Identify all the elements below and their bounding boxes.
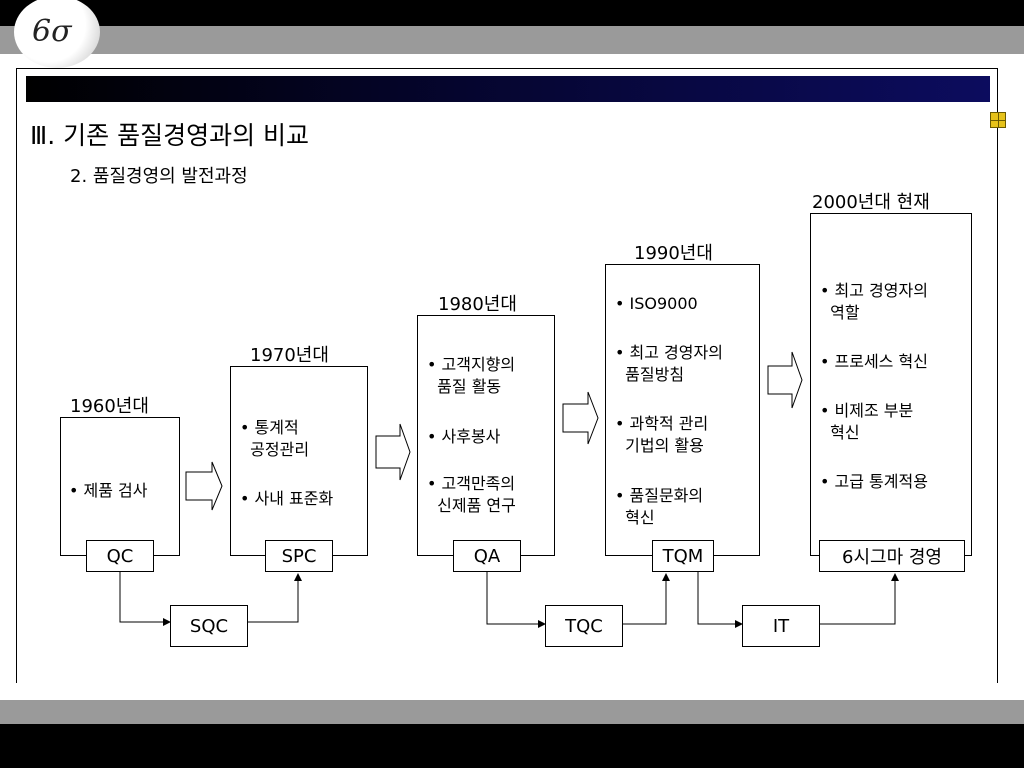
year-1970: 1970년대 <box>250 345 329 366</box>
stage-1960-item-1: • 제품 검사 <box>69 481 148 500</box>
block-arrow-3 <box>562 391 599 445</box>
stage-2000-item-1: • 최고 경영자의 <box>820 281 928 300</box>
top-black-bar <box>0 0 1024 26</box>
block-arrow-2 <box>375 423 411 481</box>
logo-text: 6σ <box>32 14 72 49</box>
footer-grey-bar <box>0 700 1024 724</box>
connector-it-6sigma <box>820 573 899 625</box>
stage-1980-item-1: • 고객지향의 <box>427 355 516 374</box>
stage-1990-item-1: • ISO9000 <box>615 294 698 313</box>
year-1980: 1980년대 <box>438 294 517 315</box>
stage-box-2000: • 최고 경영자의 역할 • 프로세스 혁신 • 비제조 부분 혁신 • 고급 … <box>810 213 972 556</box>
stage-1970-item-1b: 공정관리 <box>240 440 310 459</box>
year-1990: 1990년대 <box>634 243 713 264</box>
stage-box-1980: • 고객지향의 품질 활동 • 사후봉사 • 고객만족의 신제품 연구 <box>417 315 555 556</box>
stage-1980-item-3: • 고객만족의 <box>427 474 516 493</box>
content-frame <box>16 68 998 683</box>
connector-tqm-it <box>697 572 743 628</box>
grid-icon <box>990 112 1006 128</box>
label-six-sigma: 6시그마 경영 <box>819 540 965 572</box>
label-tqm: TQM <box>652 540 714 572</box>
stage-box-1960: • 제품 검사 <box>60 417 180 556</box>
title-banner <box>26 76 990 102</box>
connector-tqc-tqm <box>623 573 670 625</box>
bridge-it: IT <box>742 605 820 647</box>
year-1960: 1960년대 <box>70 396 149 417</box>
stage-2000-item-3b: 혁신 <box>820 423 860 442</box>
connector-sqc-spc <box>248 573 302 623</box>
label-spc: SPC <box>265 540 333 572</box>
stage-1970-item-2: • 사내 표준화 <box>240 489 334 508</box>
year-2000: 2000년대 현재 <box>812 192 930 213</box>
stage-box-1990: • ISO9000 • 최고 경영자의 품질방침 • 과학적 관리 기법의 활용… <box>605 264 760 556</box>
page-subtitle: 2. 품질경영의 발전과정 <box>70 166 248 187</box>
label-qc: QC <box>86 540 154 572</box>
stage-1980-item-1b: 품질 활동 <box>427 377 502 396</box>
page-title: Ⅲ. 기존 품질경영과의 비교 <box>30 121 310 150</box>
stage-1990-item-3: • 과학적 관리 <box>615 414 709 433</box>
stage-2000-item-4: • 고급 통계적용 <box>820 472 928 491</box>
stage-1980-item-2: • 사후봉사 <box>427 427 501 446</box>
block-arrow-1 <box>185 461 223 511</box>
stage-1990-item-2: • 최고 경영자의 <box>615 343 723 362</box>
stage-2000-item-1b: 역할 <box>820 303 860 322</box>
connector-qa-tqc <box>486 572 546 628</box>
bridge-tqc: TQC <box>545 605 623 647</box>
label-qa: QA <box>453 540 521 572</box>
stage-1990-item-4: • 품질문화의 <box>615 486 704 505</box>
six-sigma-logo <box>14 0 100 68</box>
top-grey-bar <box>0 26 1024 54</box>
stage-1990-item-3b: 기법의 활용 <box>615 436 704 455</box>
stage-1980-item-3b: 신제품 연구 <box>427 496 516 515</box>
connector-qc-sqc <box>119 572 171 626</box>
stage-2000-item-3: • 비제조 부분 <box>820 401 914 420</box>
stage-1990-item-4b: 혁신 <box>615 508 655 527</box>
footer-black-bar <box>0 724 1024 768</box>
block-arrow-4 <box>767 351 803 409</box>
stage-2000-item-2: • 프로세스 혁신 <box>820 352 928 371</box>
stage-1970-item-1: • 통계적 <box>240 418 299 437</box>
bridge-sqc: SQC <box>170 605 248 647</box>
stage-1990-item-2b: 품질방침 <box>615 365 685 384</box>
stage-box-1970: • 통계적 공정관리 • 사내 표준화 <box>230 366 368 556</box>
